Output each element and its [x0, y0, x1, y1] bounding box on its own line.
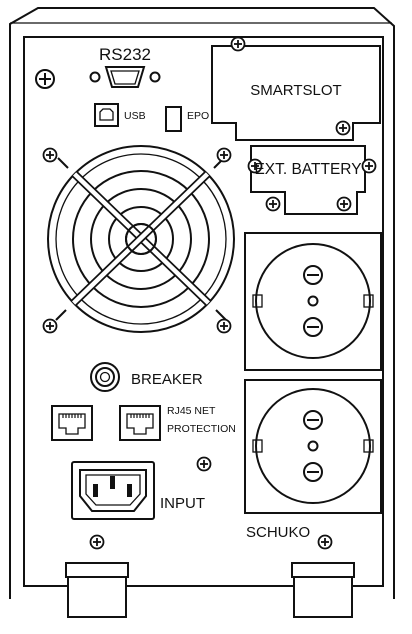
- schuko-label: SCHUKO: [246, 524, 310, 541]
- foot-right: [291, 562, 355, 618]
- rj45-label-line1: RJ45 NET: [167, 405, 216, 417]
- rj45-label-line2: PROTECTION: [167, 423, 236, 435]
- screw-icon: [265, 196, 281, 212]
- rj45-port-2[interactable]: [119, 405, 161, 441]
- smartslot-label: SMARTSLOT: [250, 82, 341, 99]
- screw-icon: [42, 318, 58, 334]
- smartslot-cover[interactable]: [211, 45, 381, 141]
- ext-battery-label: EXT. BATTERY: [254, 161, 361, 178]
- screw-icon: [89, 534, 105, 550]
- db9-serial-port-icon[interactable]: [89, 66, 161, 88]
- schuko-socket-icon: [252, 243, 374, 359]
- rj45-port-icon: [51, 405, 93, 441]
- rs232-label: RS232: [99, 45, 151, 64]
- chassis: [9, 7, 395, 599]
- screw-icon: [196, 456, 212, 472]
- usb-b-port-icon[interactable]: [94, 103, 119, 127]
- schuko-socket-icon: [252, 388, 374, 504]
- schuko-socket-1[interactable]: [244, 232, 382, 371]
- epo-port-icon[interactable]: [165, 106, 182, 132]
- foot-left: [65, 562, 129, 618]
- screw-icon: [216, 318, 232, 334]
- breaker-label: BREAKER: [131, 371, 203, 388]
- rj45-port-icon: [119, 405, 161, 441]
- epo-label: EPO: [187, 110, 209, 122]
- screw-icon: [335, 120, 351, 136]
- screw-icon: [317, 534, 333, 550]
- usb-label: USB: [124, 110, 146, 122]
- screw-icon: [35, 69, 55, 89]
- screw-icon: [42, 147, 58, 163]
- fan-grille-icon: [47, 145, 235, 333]
- screw-icon: [361, 158, 377, 174]
- input-label: INPUT: [160, 495, 205, 512]
- rj45-port-1[interactable]: [51, 405, 93, 441]
- screw-icon: [230, 36, 246, 52]
- screw-icon: [336, 196, 352, 212]
- schuko-socket-2[interactable]: [244, 379, 382, 514]
- screw-icon: [216, 147, 232, 163]
- iec-c14-inlet-icon[interactable]: [71, 461, 155, 520]
- circuit-breaker-icon[interactable]: [90, 362, 120, 392]
